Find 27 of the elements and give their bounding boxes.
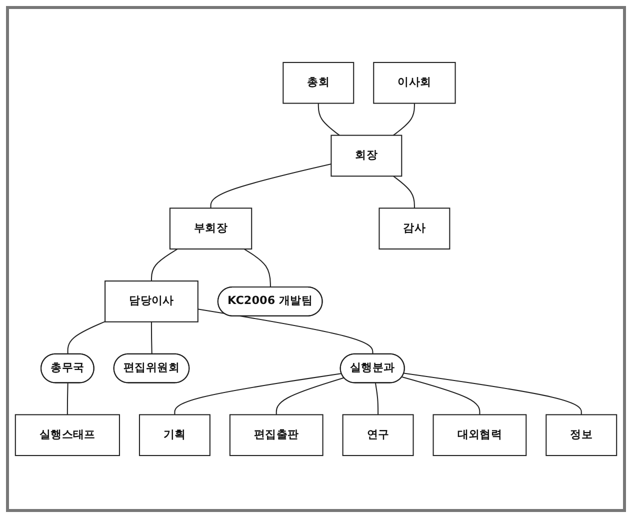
connector [393, 176, 415, 208]
connector [402, 376, 480, 415]
node-box: 기획 [138, 414, 210, 456]
node-box: 편집출판 [229, 414, 324, 456]
node-box: 실행스태프 [14, 414, 120, 456]
node-box: 담당이사 [104, 280, 198, 322]
connector [404, 372, 582, 415]
node-box: 부회장 [169, 208, 252, 250]
node-box: 회장 [330, 134, 402, 177]
node-box: 총회 [282, 62, 354, 104]
connector [198, 308, 374, 354]
connector [150, 322, 152, 354]
connector [318, 103, 340, 136]
connector [393, 103, 415, 136]
connector [67, 321, 106, 354]
node-box: 정보 [546, 414, 618, 456]
node-box: 대외협력 [432, 414, 527, 456]
node-box: 연구 [342, 414, 414, 456]
connector [174, 372, 342, 415]
connector [150, 248, 178, 282]
connector [276, 377, 344, 415]
node-box: 이사회 [373, 62, 456, 104]
connector [66, 383, 68, 415]
connector [210, 163, 332, 208]
connector [244, 248, 271, 288]
connector [374, 383, 379, 415]
node-box: 감사 [378, 208, 450, 250]
